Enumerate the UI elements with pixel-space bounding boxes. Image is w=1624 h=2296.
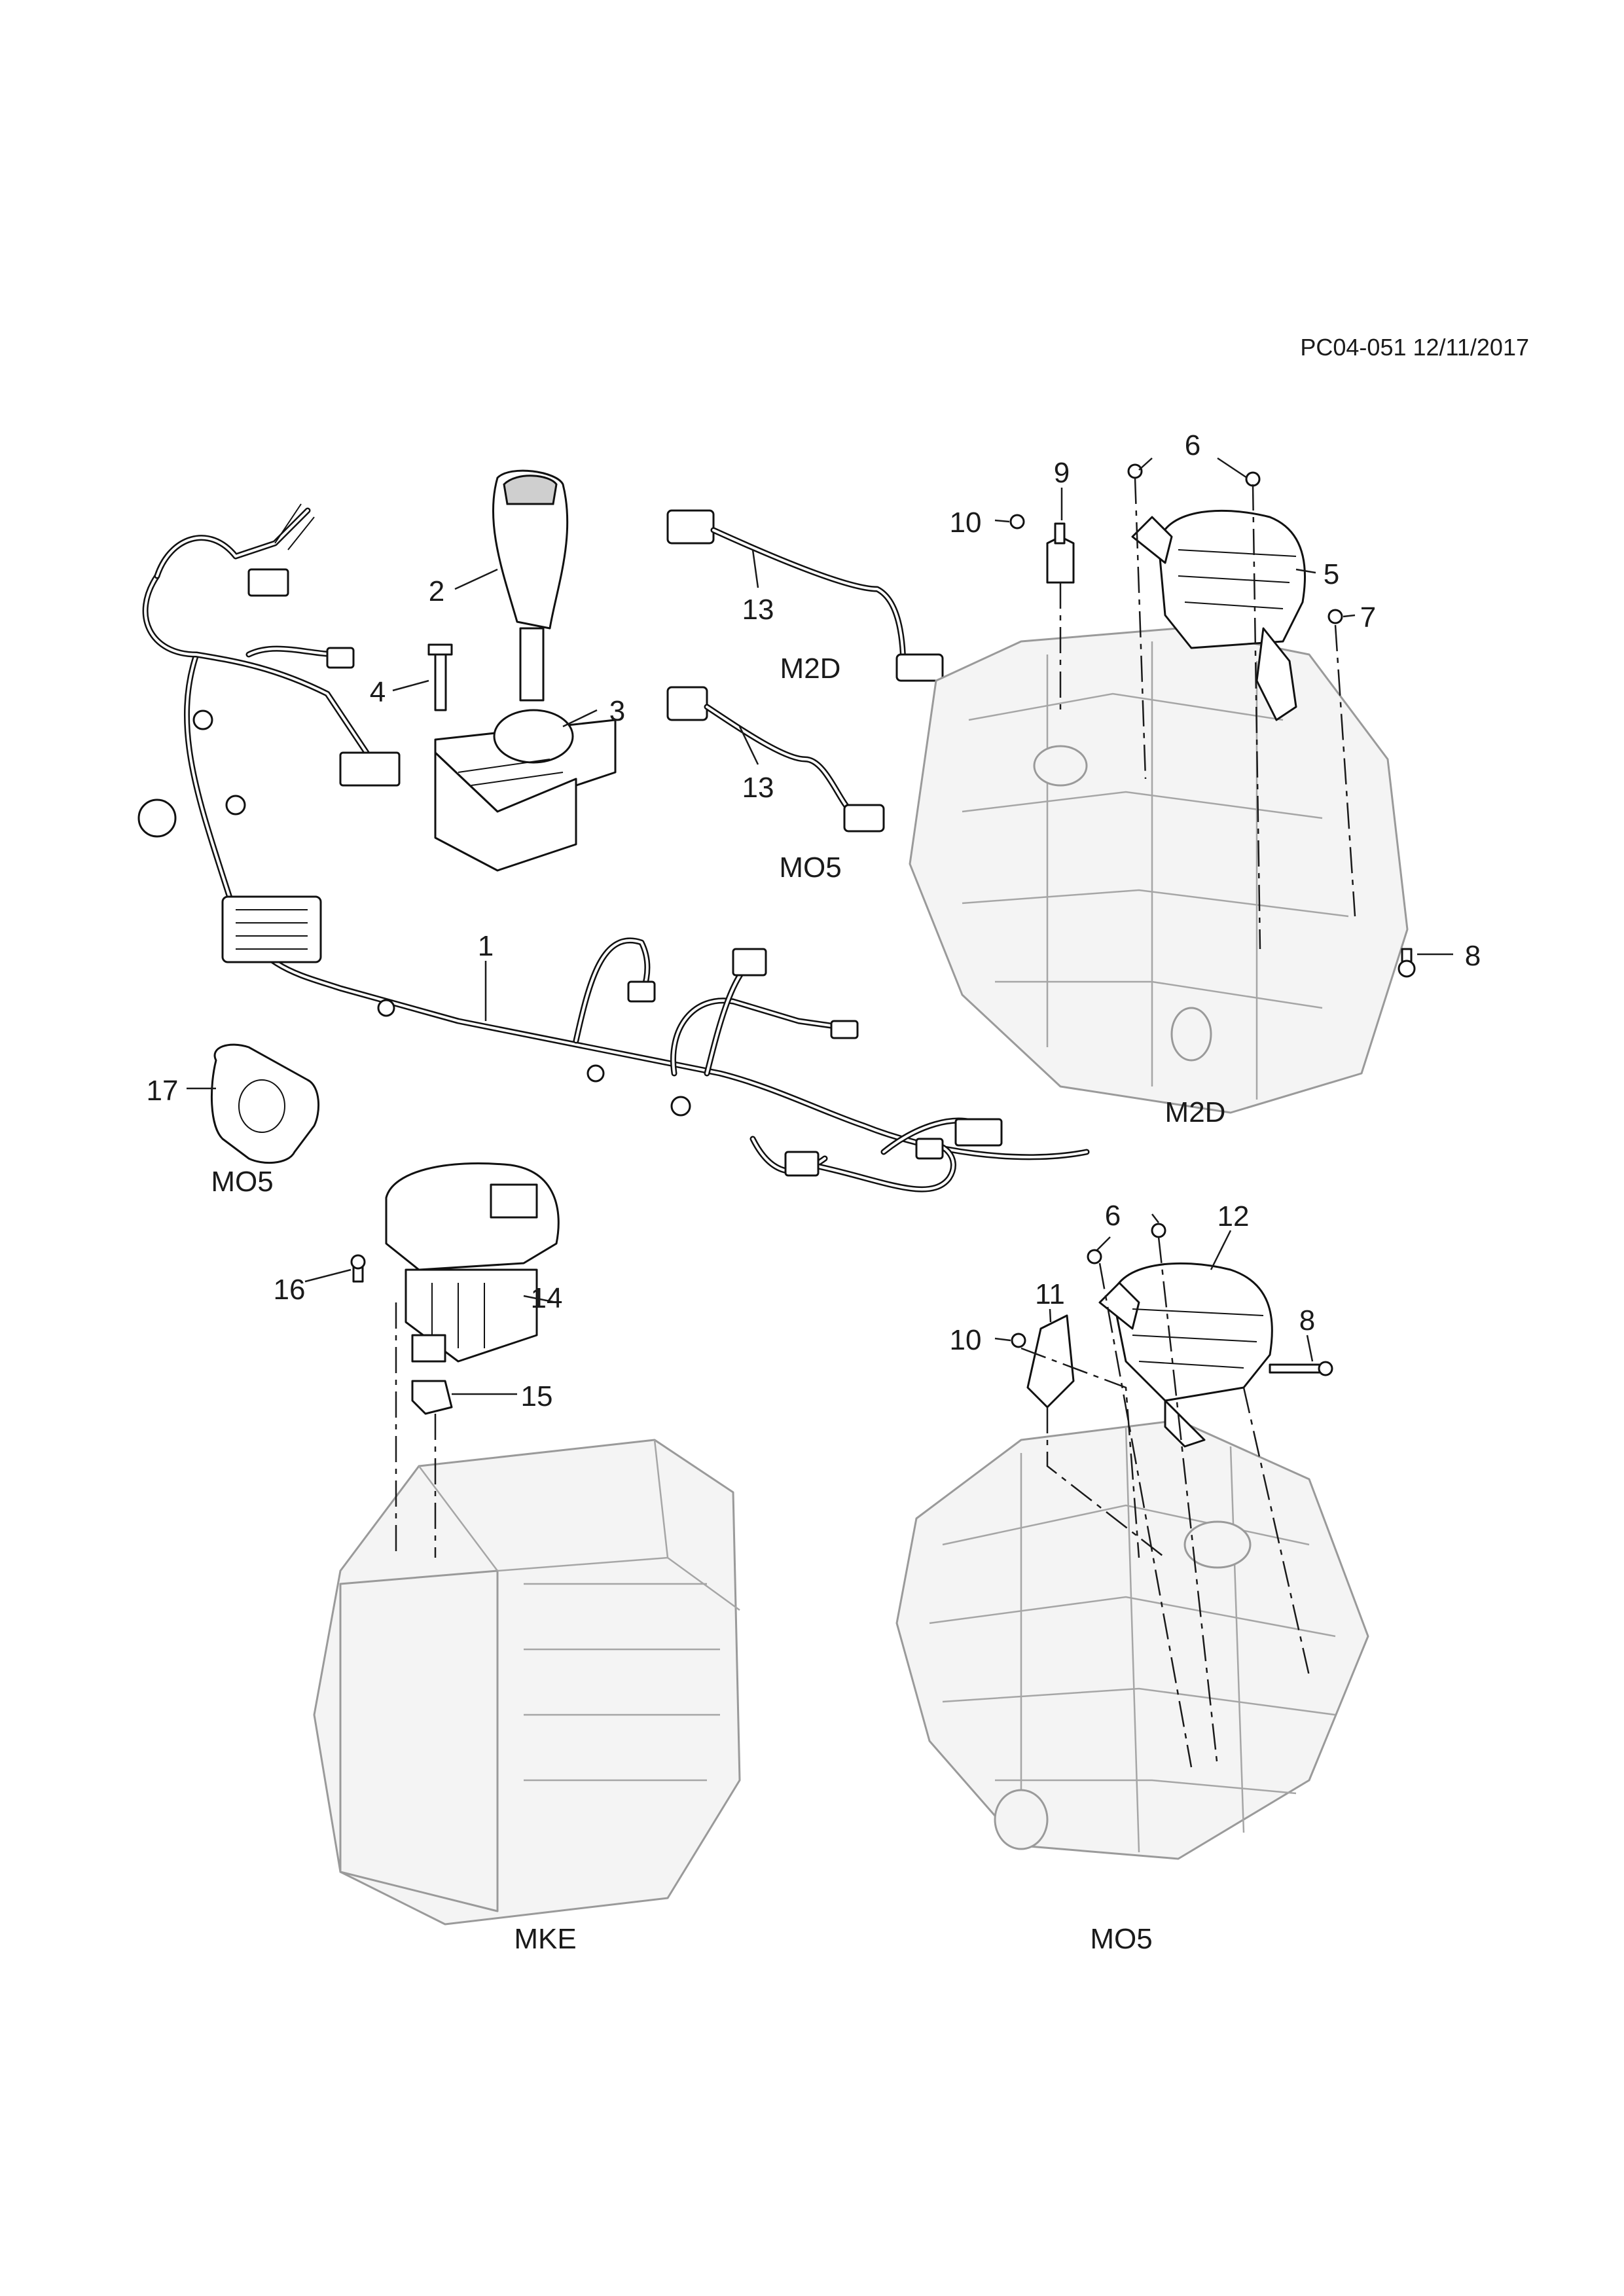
- callout-labels: 1 2 3 4 5 6 7 8 9 10 13 13 17 16 14 15 6…: [147, 429, 1481, 1412]
- callout-9: 9: [1054, 457, 1070, 489]
- variant-label-m2d-transmission: M2D: [1165, 1096, 1226, 1128]
- mke-transmission-illustration: [313, 1162, 741, 1926]
- cable-m2d-illustration: [666, 509, 944, 682]
- callout-10-mo5: 10: [950, 1324, 982, 1356]
- callout-15: 15: [521, 1380, 553, 1412]
- gear-shift-assembly-illustration: [427, 469, 617, 872]
- variant-label-mke-transmission: MKE: [514, 1923, 576, 1955]
- wiring-harness-illustration: [137, 503, 1090, 1193]
- callout-10-m2d: 10: [950, 507, 982, 539]
- variant-label-mo5-transmission: MO5: [1090, 1923, 1152, 1955]
- leader-lines: [187, 457, 1453, 1395]
- callout-7: 7: [1360, 601, 1376, 634]
- callout-3: 3: [609, 695, 625, 727]
- callout-4: 4: [370, 676, 386, 708]
- variant-label-mo5-cable: MO5: [779, 852, 841, 884]
- callout-6-m2d: 6: [1185, 429, 1200, 461]
- callout-16: 16: [274, 1274, 306, 1306]
- callout-5: 5: [1324, 558, 1339, 590]
- variant-label-m2d-cable: M2D: [780, 653, 841, 685]
- cable-mo5-illustration: [666, 686, 885, 833]
- variant-labels: M2D MO5 MO5 M2D MKE MO5: [211, 653, 1225, 1955]
- callout-12: 12: [1218, 1200, 1250, 1232]
- mo5-transmission-illustration: [895, 1223, 1369, 1860]
- callout-2: 2: [429, 575, 444, 607]
- mounting-plate-illustration: [210, 1043, 320, 1164]
- callout-8-m2d: 8: [1465, 940, 1481, 972]
- variant-label-mo5-plate: MO5: [211, 1166, 273, 1198]
- callout-14: 14: [531, 1282, 563, 1314]
- callout-6-mo5: 6: [1105, 1200, 1121, 1232]
- callout-8-mo5: 8: [1299, 1304, 1315, 1336]
- callout-17: 17: [147, 1075, 179, 1107]
- m2d-transmission-illustration: [909, 463, 1416, 1114]
- callout-11: 11: [1035, 1278, 1065, 1310]
- document-reference: PC04-051 12/11/2017: [1300, 334, 1529, 361]
- callout-13-m2d: 13: [742, 594, 774, 626]
- callout-1: 1: [478, 930, 494, 962]
- callout-13-mo5: 13: [742, 772, 774, 804]
